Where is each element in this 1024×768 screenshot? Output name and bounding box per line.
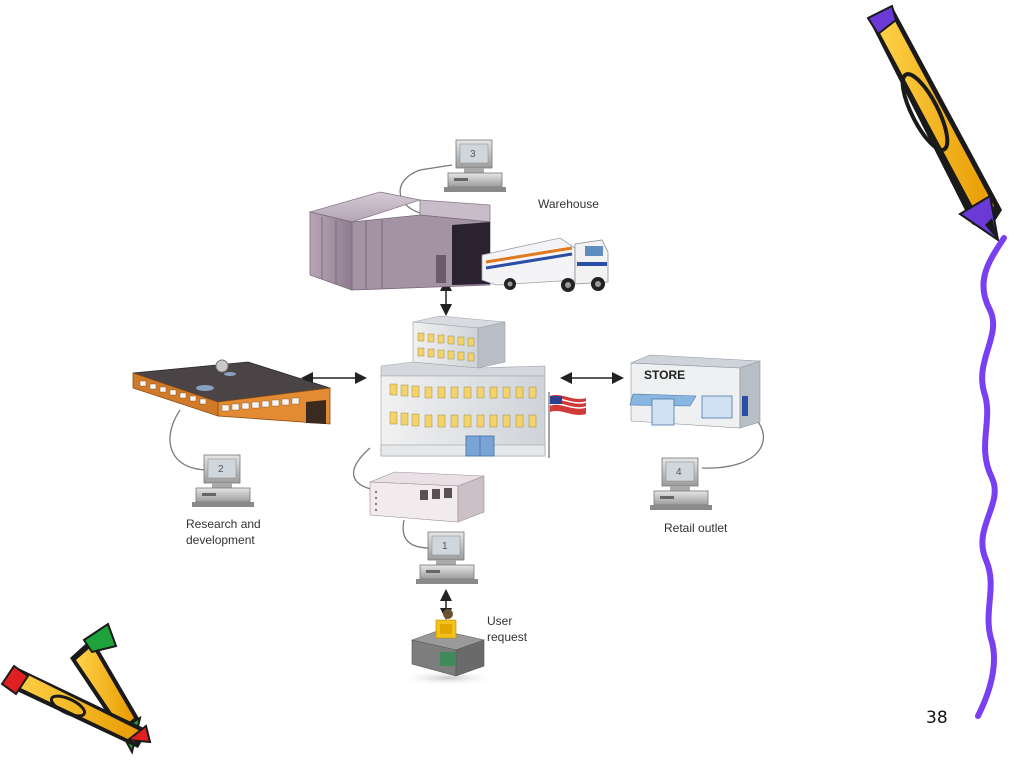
research-label-line2: development [186, 533, 255, 547]
crayons-bottom-left-icon [0, 622, 152, 755]
server-box [369, 471, 485, 523]
research-label-line1: Research and [186, 517, 261, 531]
headquarters-building [380, 315, 546, 457]
cable-warehouse-pc [399, 164, 453, 214]
user-request-label-line1: User [487, 614, 513, 628]
computer-number-4: 4 [676, 467, 682, 478]
retail-store-building [629, 354, 761, 429]
cable-server-pc [402, 519, 431, 549]
cable-rnd-pc [169, 409, 209, 471]
computer-warehouse: 3 [444, 139, 506, 192]
slide-number: 38 [926, 708, 948, 728]
research-building [132, 359, 331, 425]
delivery-truck [481, 237, 609, 292]
computer-retail: 4 [650, 457, 712, 510]
computer-number-1: 1 [442, 541, 448, 552]
store-sign: STORE [644, 368, 685, 382]
user-request-label-line2: request [487, 630, 528, 644]
user-at-desk [398, 609, 498, 686]
pencil-top-right-icon [866, 4, 1002, 243]
warehouse-label: Warehouse [538, 197, 599, 211]
computer-research: 2 [192, 454, 254, 507]
retail-outlet-label: Retail outlet [664, 521, 728, 535]
network-cables [169, 164, 764, 549]
computer-number-2: 2 [218, 464, 224, 475]
wavy-line-decoration [975, 235, 1007, 719]
computer-number-3: 3 [470, 149, 476, 160]
warehouse-building [308, 191, 491, 291]
cable-retail-pc [701, 417, 764, 469]
cable-hq-server [352, 447, 376, 491]
us-flag [548, 392, 587, 458]
computer-user: 1 [416, 531, 478, 584]
